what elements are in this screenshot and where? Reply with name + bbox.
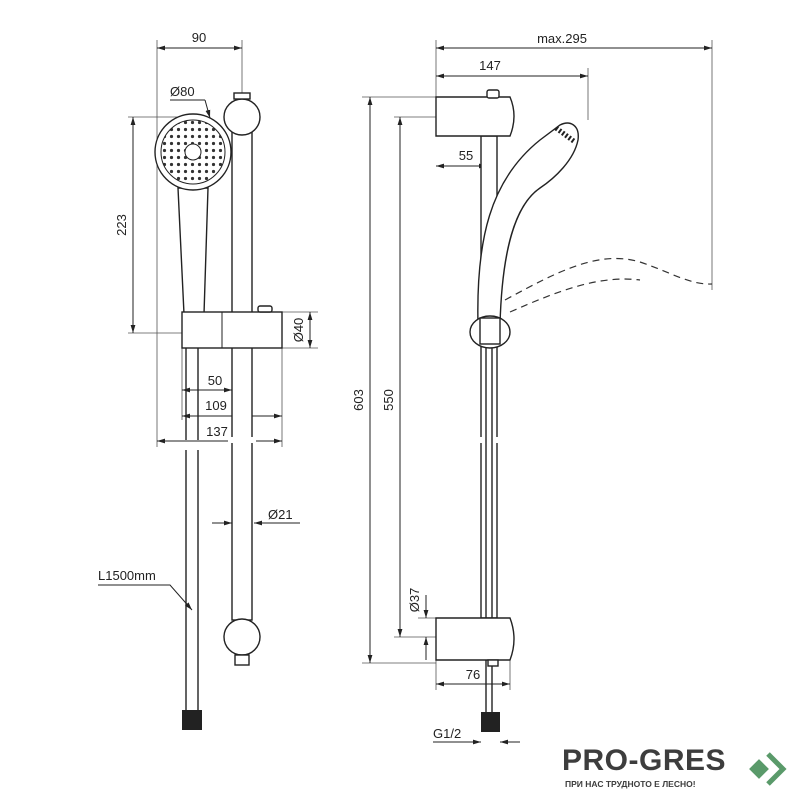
slide-rail xyxy=(223,92,261,666)
dim-50: 50 xyxy=(208,373,222,388)
right-view: max.295 147 55 603 550 Ø37 76 G1/2 xyxy=(351,31,713,745)
dim-223: 223 xyxy=(114,214,129,236)
slider-holder xyxy=(181,305,283,349)
dim-head-diameter: Ø80 xyxy=(170,84,195,99)
dim-603: 603 xyxy=(351,389,366,411)
logo-tagline: ПРИ НАС ТРУДНОТО Е ЛЕСНО! xyxy=(565,779,696,789)
left-view: 90 Ø80 223 Ø40 50 109 137 Ø21 L1500mm xyxy=(98,30,318,730)
logo-name: PRO-GRES xyxy=(562,744,727,777)
thread-label: G1/2 xyxy=(433,726,461,741)
dim-76: 76 xyxy=(466,667,480,682)
hose-dashed xyxy=(504,257,713,301)
top-bracket xyxy=(435,89,515,137)
dim-90: 90 xyxy=(192,30,206,45)
hand-shower xyxy=(154,113,232,315)
dim-109: 109 xyxy=(205,398,227,413)
dim-147: 147 xyxy=(479,58,501,73)
hose-length: L1500mm xyxy=(98,568,156,583)
pro-gres-logo: PRO-GRES ПРИ НАС ТРУДНОТО Е ЛЕСНО! xyxy=(562,744,792,794)
dim-max: max.295 xyxy=(537,31,587,46)
hose xyxy=(182,348,202,730)
dim-slider-diameter: Ø40 xyxy=(291,318,306,343)
hose-nut xyxy=(481,712,500,732)
dim-137: 137 xyxy=(206,424,228,439)
dim-55: 55 xyxy=(459,148,473,163)
hand-shower-side xyxy=(469,122,579,349)
dim-rail-diameter: Ø21 xyxy=(268,507,293,522)
dim-bracket-diameter: Ø37 xyxy=(407,588,422,613)
logo-chevron-icon xyxy=(749,752,787,786)
dim-550: 550 xyxy=(381,389,396,411)
bottom-bracket xyxy=(435,617,515,667)
